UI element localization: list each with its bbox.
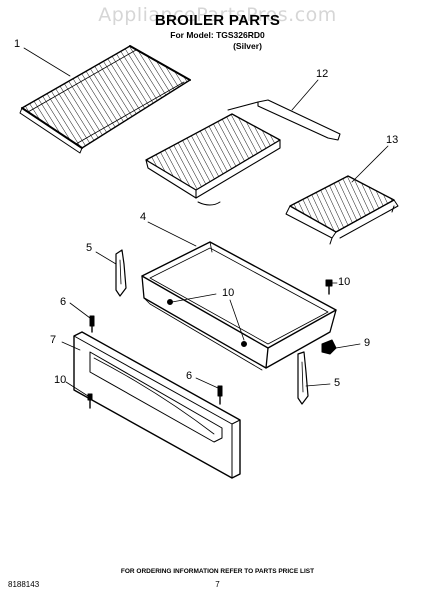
callout-6-right: 6 xyxy=(186,370,193,382)
screw-10-top-right xyxy=(325,279,333,295)
callout-6-left: 6 xyxy=(60,296,67,308)
page-title: BROILER PARTS xyxy=(154,12,281,29)
callout-10-left: 10 xyxy=(54,374,67,386)
drawer-clip xyxy=(321,339,337,355)
callout-1: 1 xyxy=(14,38,21,50)
screw-6-left xyxy=(89,315,95,333)
watermark: AppliancePartsPros.com xyxy=(98,4,337,26)
screw-10-left xyxy=(87,393,93,409)
callout-13: 13 xyxy=(386,134,399,146)
broiler-pan-grid xyxy=(145,113,281,206)
broiler-pan-support xyxy=(227,99,341,141)
leader-lines xyxy=(23,47,389,397)
callout-10-drawer: 10 xyxy=(222,287,235,299)
broiler-rack xyxy=(285,175,399,245)
callout-12: 12 xyxy=(316,68,329,80)
callout-5-left: 5 xyxy=(86,242,93,254)
model-line: For Model: TGS326RD0 xyxy=(170,30,265,40)
oven-rack xyxy=(19,45,191,154)
drawer-front-panel xyxy=(73,331,241,479)
drawer-glide-right xyxy=(297,351,309,405)
drawer-glide-left xyxy=(115,249,127,297)
page-number: 7 xyxy=(215,580,220,589)
callout-4: 4 xyxy=(140,211,147,223)
broiler-drawer xyxy=(141,241,337,371)
callout-7: 7 xyxy=(50,334,57,346)
callout-5-right: 5 xyxy=(334,377,341,389)
color-line: (Silver) xyxy=(233,41,262,51)
callout-9: 9 xyxy=(364,337,371,349)
ordering-note: FOR ORDERING INFORMATION REFER TO PARTS … xyxy=(120,568,315,575)
document-number: 8188143 xyxy=(8,580,40,589)
callout-10-top-right: 10 xyxy=(338,276,351,288)
screw-6-right xyxy=(217,385,223,405)
screw-10-drawer-right xyxy=(241,341,247,347)
